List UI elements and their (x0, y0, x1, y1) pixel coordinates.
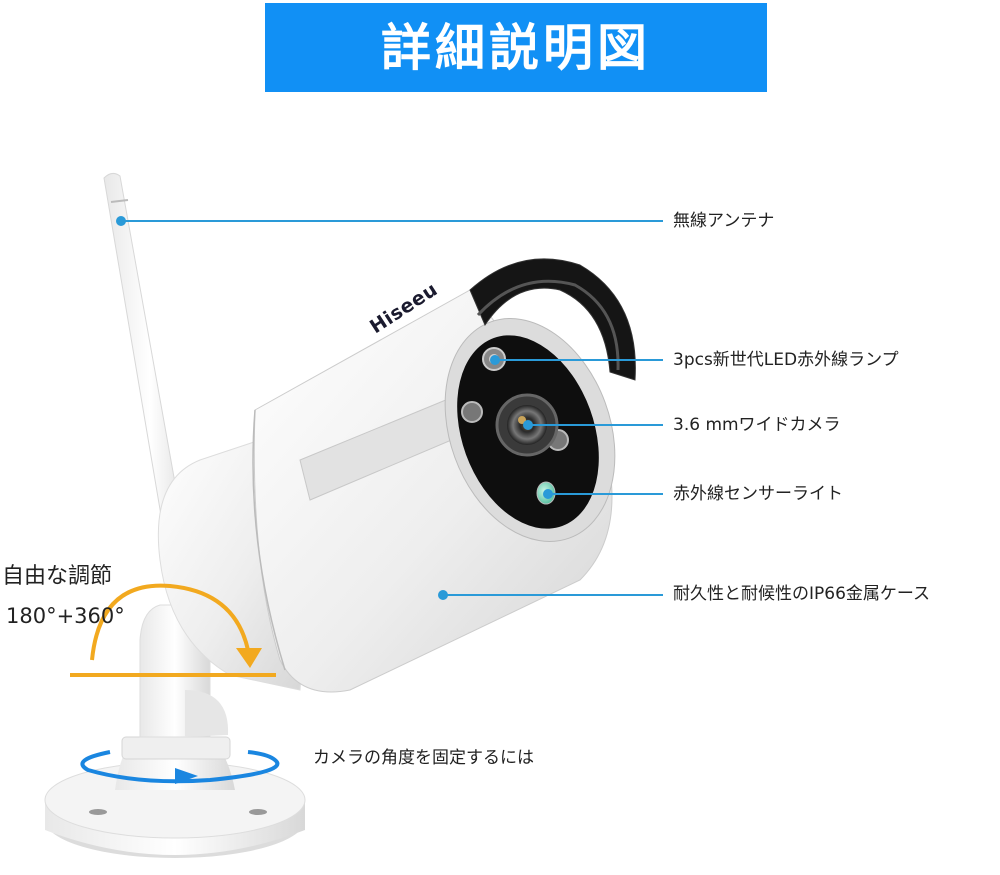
base-fix-angle-label: カメラの角度を固定するには (313, 748, 534, 768)
callout-lines (116, 216, 663, 600)
pan-rotation-arrow (80, 750, 280, 784)
callout-ir-led-label: 3pcs新世代LED赤外線ランプ (673, 350, 899, 370)
mount-base (44, 604, 306, 858)
callout-antenna-label: 無線アンテナ (673, 211, 775, 231)
title-banner: 詳細説明図 (265, 3, 767, 92)
adjustment-angles: 180°+360° (6, 604, 125, 628)
callout-lens-label: 3.6 mmワイドカメラ (673, 415, 841, 435)
banner-title: 詳細説明図 (381, 18, 651, 77)
callout-ir-sensor-label: 赤外線センサーライト (673, 484, 843, 504)
tilt-arc-arrow (70, 583, 276, 677)
adjustment-title: 自由な調節 (2, 564, 113, 589)
callout-housing-label: 耐久性と耐候性のIP66金属ケース (673, 584, 931, 604)
